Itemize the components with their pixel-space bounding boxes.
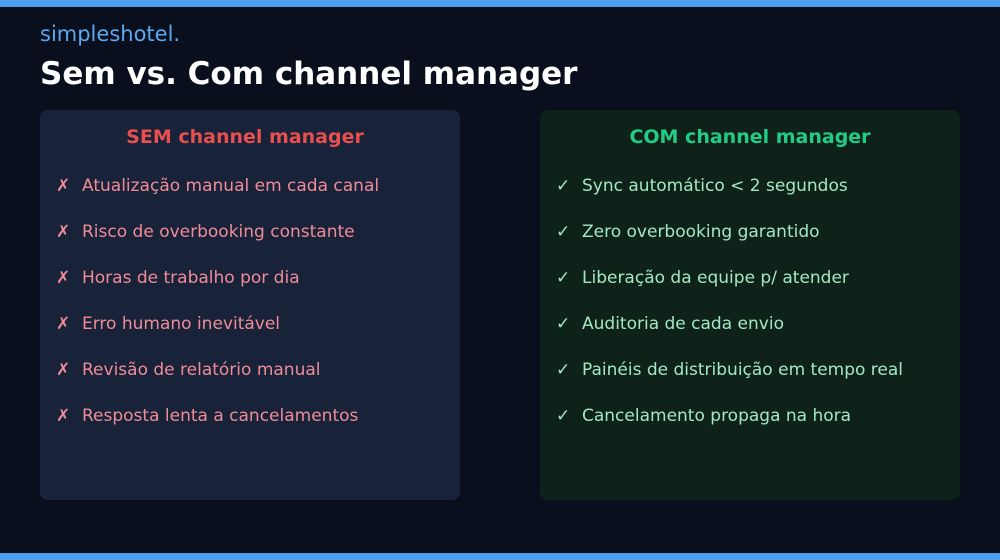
- check-mark-icon: ✓: [556, 268, 571, 288]
- list-item: ✓ Painéis de distribuição em tempo real: [556, 358, 950, 404]
- list-item: ✗ Risco de overbooking constante: [56, 220, 450, 266]
- list-item: ✗ Resposta lenta a cancelamentos: [56, 404, 450, 450]
- list-item-label: Horas de trabalho por dia: [82, 268, 300, 288]
- list-item-label: Risco de overbooking constante: [82, 222, 355, 242]
- cross-mark-icon: ✗: [56, 406, 71, 426]
- list-item-label: Cancelamento propaga na hora: [582, 406, 852, 426]
- list-item: ✓ Sync automático < 2 segundos: [556, 174, 950, 220]
- list-item: ✗ Erro humano inevitável: [56, 312, 450, 358]
- list-item: ✗ Horas de trabalho por dia: [56, 266, 450, 312]
- list-item: ✓ Zero overbooking garantido: [556, 220, 950, 266]
- cross-mark-icon: ✗: [56, 314, 71, 334]
- list-item: ✓ Liberação da equipe p/ atender: [556, 266, 950, 312]
- without-item-list: ✗ Atualização manual em cada canal ✗ Risco…: [56, 174, 450, 450]
- cross-mark-icon: ✗: [56, 222, 71, 242]
- check-mark-icon: ✓: [556, 222, 571, 242]
- with-panel-heading: COM channel manager: [629, 126, 871, 148]
- bottom-accent-bar: [0, 553, 1000, 560]
- without-channel-manager-panel: SEM channel manager ✗ Atualização manual …: [40, 110, 460, 500]
- page-title: Sem vs. Com channel manager: [40, 56, 578, 92]
- list-item-label: Sync automático < 2 segundos: [582, 176, 848, 196]
- top-accent-bar: [0, 0, 1000, 7]
- check-mark-icon: ✓: [556, 176, 571, 196]
- check-mark-icon: ✓: [556, 406, 571, 426]
- without-panel-heading: SEM channel manager: [126, 126, 364, 148]
- check-mark-icon: ✓: [556, 360, 571, 380]
- list-item-label: Painéis de distribuição em tempo real: [582, 360, 904, 380]
- cross-mark-icon: ✗: [56, 176, 71, 196]
- with-channel-manager-panel: COM channel manager ✓ Sync automático < 2…: [540, 110, 960, 500]
- list-item-label: Resposta lenta a cancelamentos: [82, 406, 359, 426]
- list-item-label: Erro humano inevitável: [82, 314, 281, 334]
- list-item: ✗ Revisão de relatório manual: [56, 358, 450, 404]
- list-item-label: Zero overbooking garantido: [582, 222, 820, 242]
- list-item: ✓ Auditoria de cada envio: [556, 312, 950, 358]
- with-item-list: ✓ Sync automático < 2 segundos ✓ Zero over…: [556, 174, 950, 450]
- brand-logo-text: simpleshotel.: [40, 22, 181, 46]
- cross-mark-icon: ✗: [56, 360, 71, 380]
- list-item-label: Auditoria de cada envio: [582, 314, 784, 334]
- cross-mark-icon: ✗: [56, 268, 71, 288]
- list-item: ✗ Atualização manual em cada canal: [56, 174, 450, 220]
- check-mark-icon: ✓: [556, 314, 571, 334]
- list-item: ✓ Cancelamento propaga na hora: [556, 404, 950, 450]
- list-item-label: Liberação da equipe p/ atender: [582, 268, 849, 288]
- list-item-label: Atualização manual em cada canal: [82, 176, 380, 196]
- list-item-label: Revisão de relatório manual: [82, 360, 321, 380]
